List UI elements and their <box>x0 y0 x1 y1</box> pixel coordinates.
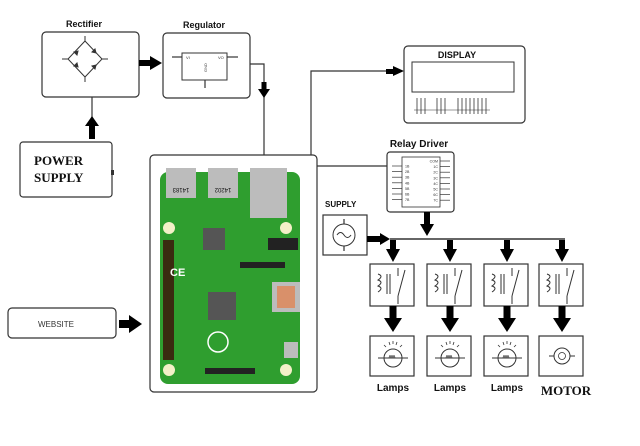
driver-output-label: 6C <box>433 193 438 197</box>
raspberry-pi-block: 14183 14202 CE <box>149 154 318 393</box>
load-label: Lamps <box>434 383 467 394</box>
driver-output-label: 5C <box>433 188 438 192</box>
relay-switch-icon <box>566 269 575 297</box>
arrow-relay-to-load <box>503 306 511 320</box>
arrow-bus-to-relay <box>559 240 565 250</box>
chip1-label: 14183 <box>172 186 189 192</box>
chip2-label: 14202 <box>214 186 231 192</box>
arrow-supply-to-bus <box>367 233 390 245</box>
lamp-icon <box>492 341 522 368</box>
relay-switch-icon <box>454 269 463 297</box>
regulator-label: Regulator <box>183 20 226 30</box>
relay-channel-3: Lamps <box>483 240 529 394</box>
relay-switch-icon <box>511 269 520 297</box>
load-label: Lamps <box>491 383 524 394</box>
arrow-regulator-to-pi <box>258 82 270 98</box>
relay-box <box>538 263 584 307</box>
driver-input-label: 2B <box>405 170 410 174</box>
relay-channel-1: Lamps <box>369 240 415 394</box>
driver-output-label: 4C <box>433 182 438 186</box>
power-supply-label-2: SUPPLY <box>34 170 84 185</box>
driver-input-label: 4B <box>405 181 410 185</box>
regulator-block: Regulator VI VO GND <box>162 20 251 99</box>
relay-coil-icon <box>433 273 439 293</box>
ac-supply-block: SUPPLY <box>322 200 368 256</box>
pin-vo: VO <box>218 55 224 60</box>
relay-channel-4: MOTOR <box>538 240 592 398</box>
arrow-rectifier-to-regulator <box>139 56 162 70</box>
website-label: WEBSITE <box>38 320 74 329</box>
hdmi-port <box>277 286 295 308</box>
svg-text:CE: CE <box>170 267 185 279</box>
load-label: MOTOR <box>541 383 592 398</box>
driver-input-label: 5B <box>405 187 410 191</box>
arrow-power-to-rectifier <box>85 116 99 139</box>
power-supply-block: POWER SUPPLY <box>19 141 114 198</box>
arrow-relay-to-load <box>446 306 454 320</box>
relay-coil-icon <box>490 273 496 293</box>
relay-driver-label: Relay Driver <box>390 139 448 150</box>
pin-vi: VI <box>186 55 190 60</box>
display-label: DISPLAY <box>438 50 476 60</box>
arrow-pi-to-display <box>386 66 404 76</box>
driver-input-label: 6B <box>405 193 410 197</box>
load-box <box>483 335 529 377</box>
rectifier-block: Rectifier <box>41 19 140 98</box>
lamp-icon <box>378 341 408 368</box>
load-label: Lamps <box>377 383 410 394</box>
website-block: WEBSITE <box>7 307 117 339</box>
pi-board <box>160 172 300 384</box>
driver-input-label: 7B <box>405 198 410 202</box>
arrow-relay-to-load <box>389 306 397 320</box>
driver-output-label: 3C <box>433 176 438 180</box>
load-box <box>538 335 584 377</box>
lamp-icon <box>435 341 465 368</box>
raspberry-logo-icon <box>207 331 229 353</box>
display-block: DISPLAY <box>403 45 526 124</box>
driver-output-label: 2C <box>433 171 438 175</box>
power-supply-label-1: POWER <box>34 153 84 168</box>
arrow-bus-to-relay <box>504 240 510 250</box>
arrow-website-to-pi <box>119 315 142 333</box>
relay-switch-icon <box>397 269 406 297</box>
motor-icon <box>549 347 575 365</box>
gpio-header <box>163 240 174 360</box>
audio-jack <box>268 238 298 250</box>
relay-box <box>369 263 415 307</box>
relay-box <box>483 263 529 307</box>
diode-bridge-icon <box>62 36 108 82</box>
driver-input-label: 1B <box>405 165 410 169</box>
arrow-bus-to-relay <box>447 240 453 250</box>
driver-output-label: COM <box>430 160 438 164</box>
driver-input-label: 3B <box>405 176 410 180</box>
relay-coil-icon <box>376 273 382 293</box>
rectifier-label: Rectifier <box>66 19 103 29</box>
relay-channel-2: Lamps <box>426 240 472 394</box>
load-box <box>369 335 415 377</box>
driver-output-label: 1C <box>433 165 438 169</box>
driver-output-label: 7C <box>433 199 438 203</box>
arrow-relay-to-load <box>558 306 566 320</box>
arrow-driver-to-bus <box>420 212 434 236</box>
ethernet-port <box>250 168 287 218</box>
relay-box <box>426 263 472 307</box>
load-box <box>426 335 472 377</box>
arrow-bus-to-relay <box>390 240 396 250</box>
lcd-screen <box>411 61 515 93</box>
relay-coil-icon <box>545 273 551 293</box>
pin-gnd: GND <box>203 63 208 72</box>
supply-label: SUPPLY <box>325 200 357 209</box>
